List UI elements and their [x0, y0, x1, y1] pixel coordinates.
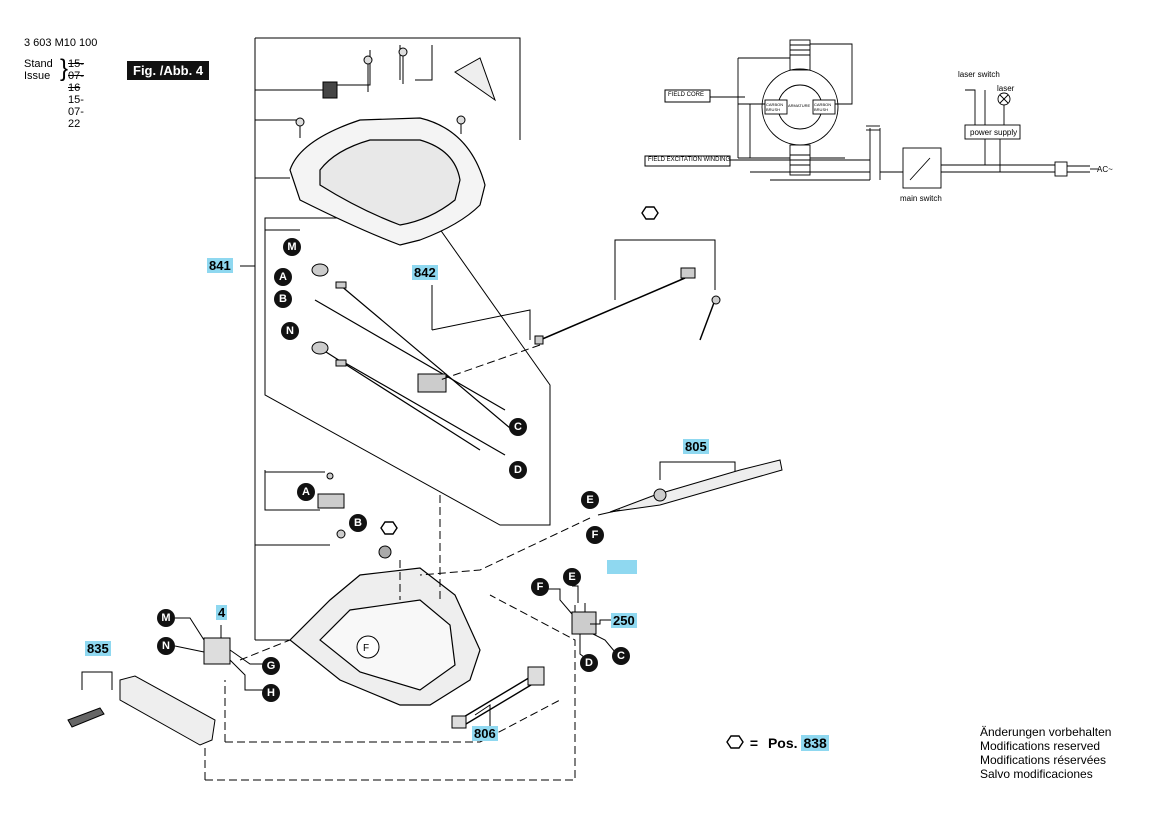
part-805[interactable]: 805: [683, 439, 709, 454]
marker-b-clip: B: [349, 514, 367, 532]
issue-label: Issue: [24, 70, 51, 82]
schematic-field-core: FIELD CORE: [668, 92, 705, 98]
revision-block: Stand Issue } 15-07-16 15-07-22: [24, 57, 84, 131]
stand-label: Stand: [24, 58, 53, 70]
empty-callout-box: [607, 560, 637, 574]
legend-pos-label: Pos.: [767, 735, 798, 751]
document-number: 3 603 M10 100: [24, 37, 98, 49]
note-de: Änderungen vorbehalten: [980, 725, 1112, 739]
schematic-carbon-brush-right: CARBON BRUSH: [814, 102, 832, 112]
marker-d-top: D: [509, 461, 527, 479]
hex-nut-icon-1: [641, 206, 659, 220]
hex-nut-icon-2: [380, 521, 398, 535]
part-835[interactable]: 835: [85, 641, 111, 656]
issue-date: 15-07-22: [68, 94, 84, 130]
note-en: Modifications reserved: [980, 739, 1101, 753]
marker-e-terminal: E: [563, 568, 581, 586]
part-842[interactable]: 842: [412, 265, 438, 280]
marker-g-switch: G: [262, 657, 280, 675]
marker-a-clip: A: [297, 483, 315, 501]
schematic-field-excitation: FIELD EXCITATION WINDING: [648, 157, 731, 163]
note-es: Salvo modificaciones: [980, 767, 1093, 781]
schematic-ac: AC~: [1097, 165, 1113, 174]
brace-glyph: }: [60, 55, 69, 82]
schematic-carbon-brush-left: CARBON BRUSH: [766, 102, 784, 112]
legend: = Pos. 838: [728, 735, 829, 751]
schematic-armature: ARMATURE: [788, 103, 811, 108]
marker-b-top: B: [274, 290, 292, 308]
part-841[interactable]: 841: [207, 258, 233, 273]
schematic-laser: laser: [997, 84, 1015, 93]
part-4[interactable]: 4: [216, 605, 228, 620]
marker-n-switch: N: [157, 637, 175, 655]
marker-m-top: M: [283, 238, 301, 256]
figure-label: Fig. /Abb. 4: [127, 61, 210, 80]
part-806[interactable]: 806: [472, 726, 498, 741]
schematic-laser-switch: laser switch: [958, 70, 1000, 79]
stand-date: 15-07-16: [68, 58, 84, 94]
marker-n-top: N: [281, 322, 299, 340]
part-250[interactable]: 250: [611, 613, 637, 628]
legend-equals: =: [749, 735, 759, 751]
revision-dates: 15-07-16 15-07-22: [68, 58, 84, 130]
marker-h-switch: H: [262, 684, 280, 702]
hex-nut-legend-icon: [726, 735, 744, 749]
base-f-label: F: [363, 643, 369, 654]
marker-f-terminal: F: [531, 578, 549, 596]
marker-d-terminal: D: [580, 654, 598, 672]
note-fr: Modifications réservées: [980, 753, 1107, 767]
schematic-main-switch: main switch: [900, 194, 942, 203]
modification-notes: Änderungen vorbehalten Modifications res…: [980, 725, 1111, 781]
schematic-power-supply: power supply: [970, 128, 1018, 137]
marker-c-terminal: C: [612, 647, 630, 665]
marker-e-cable: E: [581, 491, 599, 509]
marker-a-top: A: [274, 268, 292, 286]
marker-c-top: C: [509, 418, 527, 436]
legend-pos-number[interactable]: 838: [801, 735, 829, 751]
marker-f-cable: F: [586, 526, 604, 544]
marker-m-switch: M: [157, 609, 175, 627]
